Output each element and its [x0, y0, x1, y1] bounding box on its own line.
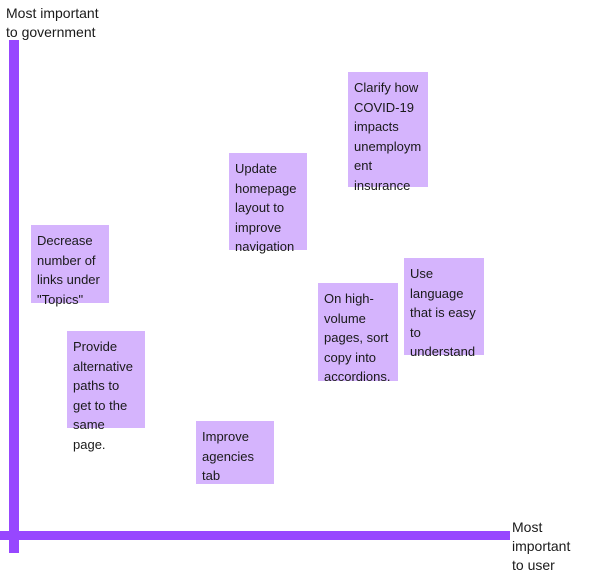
sticky-note-clarify-covid[interactable]: Clarify how COVID-19 impacts unemploymen…: [348, 72, 428, 193]
sticky-note-update-homepage[interactable]: Update homepage layout to improve naviga…: [229, 153, 307, 254]
x-axis: [0, 531, 510, 540]
sticky-note-use-language[interactable]: Use language that is easy to understand: [404, 258, 484, 359]
sticky-note-improve-agencies[interactable]: Improve agencies tab: [196, 421, 274, 484]
y-axis-label: Most important to government: [6, 5, 99, 40]
sticky-note-alternative-paths[interactable]: Provide alternative paths to get to the …: [67, 331, 145, 452]
x-axis-label: Most important to user: [512, 519, 571, 573]
y-axis: [9, 40, 19, 553]
sticky-note-sort-accordions[interactable]: On high-volume pages, sort copy into acc…: [318, 283, 398, 384]
sticky-note-decrease-links[interactable]: Decrease number of links under "Topics": [31, 225, 109, 307]
